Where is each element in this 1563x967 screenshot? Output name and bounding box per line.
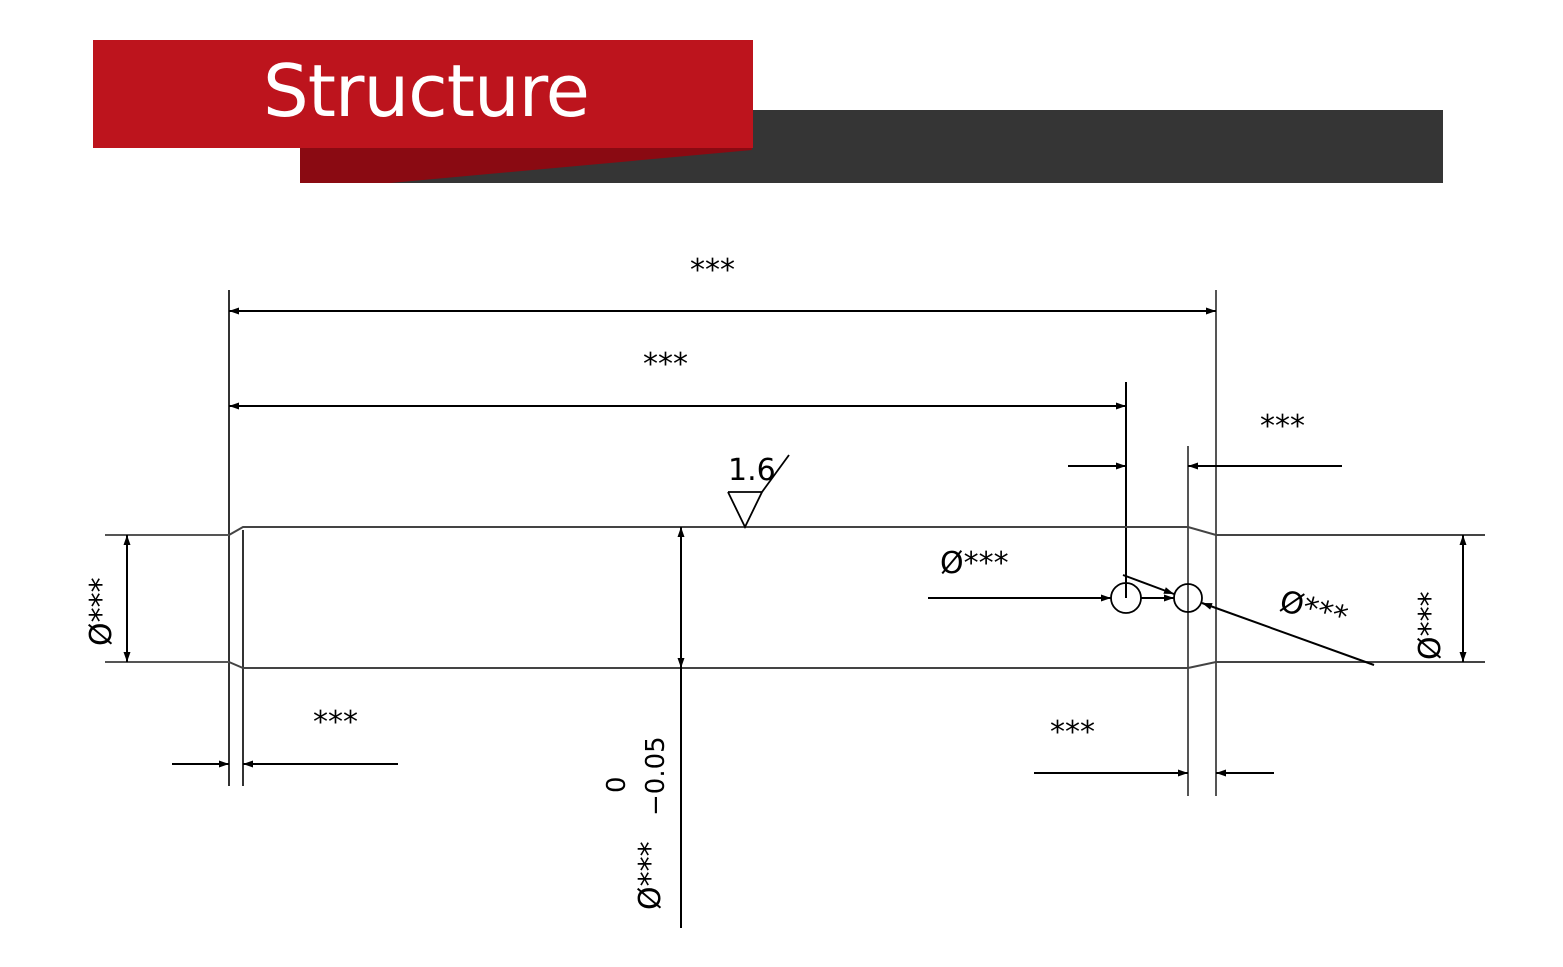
dim-right-groove-width: *** [1050, 715, 1095, 750]
dim-right-diameter: Ø*** [1413, 591, 1448, 660]
dim-inner-length: *** [643, 347, 688, 382]
banner-red-block [93, 40, 753, 148]
dim-main-diameter: Ø*** [633, 841, 668, 910]
banner-red-shadow [300, 146, 752, 183]
dim-main-tol-upper: 0 [602, 776, 632, 793]
dim-left-chamfer: *** [313, 705, 358, 740]
page-title: Structure [263, 49, 590, 133]
dim-main-tol-lower: −0.05 [641, 736, 671, 816]
surface-roughness-value: 1.6 [728, 453, 776, 488]
dim-groove-offset: *** [1260, 409, 1305, 444]
dim-groove-hole-left: Ø*** [940, 546, 1009, 581]
header-banner [93, 40, 1443, 183]
dim-overall-length: *** [690, 253, 735, 288]
dim-left-diameter: Ø*** [84, 577, 119, 646]
dim-groove-hole-right: Ø*** [1276, 584, 1351, 636]
